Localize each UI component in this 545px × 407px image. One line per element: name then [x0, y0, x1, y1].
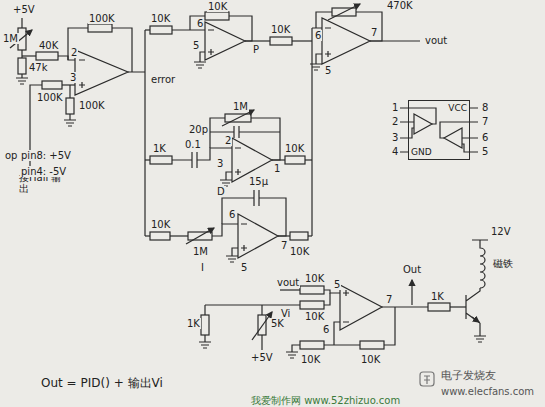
opamp-p: [145, 12, 312, 68]
label: 10K: [150, 13, 171, 24]
label: 3: [69, 72, 77, 83]
label: I: [200, 262, 205, 273]
label: 1: [273, 163, 281, 174]
label: 6: [196, 18, 204, 29]
label: 3: [216, 158, 224, 169]
label: 10K: [150, 219, 171, 230]
label: 7: [370, 27, 378, 38]
label: P: [252, 44, 260, 55]
label: vout: [276, 277, 300, 288]
label: 7: [481, 116, 489, 127]
label: 10K: [207, 1, 228, 12]
label: 10K: [304, 311, 325, 322]
opamp-d: [145, 110, 312, 186]
watermark: www.elecfans.com: [440, 386, 535, 397]
pin-name: GND: [411, 147, 432, 157]
label: 47k: [28, 62, 49, 73]
label: 1M: [2, 33, 19, 44]
label: 100K: [88, 13, 116, 24]
label: 10K: [300, 354, 321, 365]
watermark: 电子发烧友: [440, 370, 497, 381]
label: 470K: [386, 0, 414, 11]
label: Out = PID() + 输出Vi: [40, 378, 164, 389]
label: 15μ: [248, 176, 269, 187]
label: 3: [391, 132, 399, 143]
ic-pinout: [400, 108, 478, 152]
ic-package: VCC GND: [408, 100, 470, 160]
label: error: [150, 74, 176, 85]
label: 12V: [490, 226, 512, 237]
label: D: [216, 186, 226, 197]
opamp-sum: [310, 4, 420, 236]
label: 20p: [188, 124, 209, 135]
label: 1K: [430, 291, 445, 302]
label: 5: [481, 146, 489, 157]
pin-name: VCC: [448, 103, 467, 113]
label: pin8: +5V: [20, 150, 72, 161]
label: pin4: -5V: [20, 166, 67, 177]
label: 4: [391, 146, 399, 157]
label: 0.1: [184, 139, 202, 150]
label: 1K: [186, 318, 201, 329]
opamp-driver: [199, 240, 488, 358]
watermark-logo: [420, 372, 434, 386]
label: 10K: [360, 354, 381, 365]
opamp-i: [145, 190, 312, 262]
label: 1K: [152, 143, 167, 154]
label: 7: [385, 294, 393, 305]
label: 5: [333, 279, 341, 290]
label: 6: [481, 132, 489, 143]
label: 磁铁: [492, 258, 514, 269]
opamp-error: [10, 18, 145, 236]
label: 6: [228, 209, 236, 220]
label: 8: [481, 102, 489, 113]
label: 5: [240, 262, 248, 273]
label: 40K: [38, 40, 59, 51]
label: op: [4, 150, 18, 161]
label: 2: [224, 135, 232, 146]
label: 5K: [270, 318, 285, 329]
label: 1M: [192, 246, 209, 257]
label: 2: [70, 47, 78, 58]
label: 10K: [270, 24, 291, 35]
label: 10K: [284, 143, 305, 154]
label: 5: [192, 40, 200, 51]
label: 5: [324, 65, 332, 76]
label: +5V: [250, 352, 274, 363]
label: Out: [402, 264, 422, 275]
label: 6: [314, 30, 322, 41]
pot-1m: [18, 28, 26, 50]
label: 100K: [36, 92, 64, 103]
label: 1M: [232, 101, 249, 112]
label: 10K: [289, 246, 310, 257]
label: 2: [391, 116, 399, 127]
label: vout: [424, 35, 448, 46]
label: +5V: [12, 4, 36, 15]
label: 100K: [78, 100, 106, 111]
label: 1: [391, 102, 399, 113]
label: 10K: [304, 273, 325, 284]
watermark: 我爱制作网 www.52zhizuo.com: [250, 395, 401, 406]
label: 7: [280, 240, 288, 251]
label: 6: [322, 324, 330, 335]
